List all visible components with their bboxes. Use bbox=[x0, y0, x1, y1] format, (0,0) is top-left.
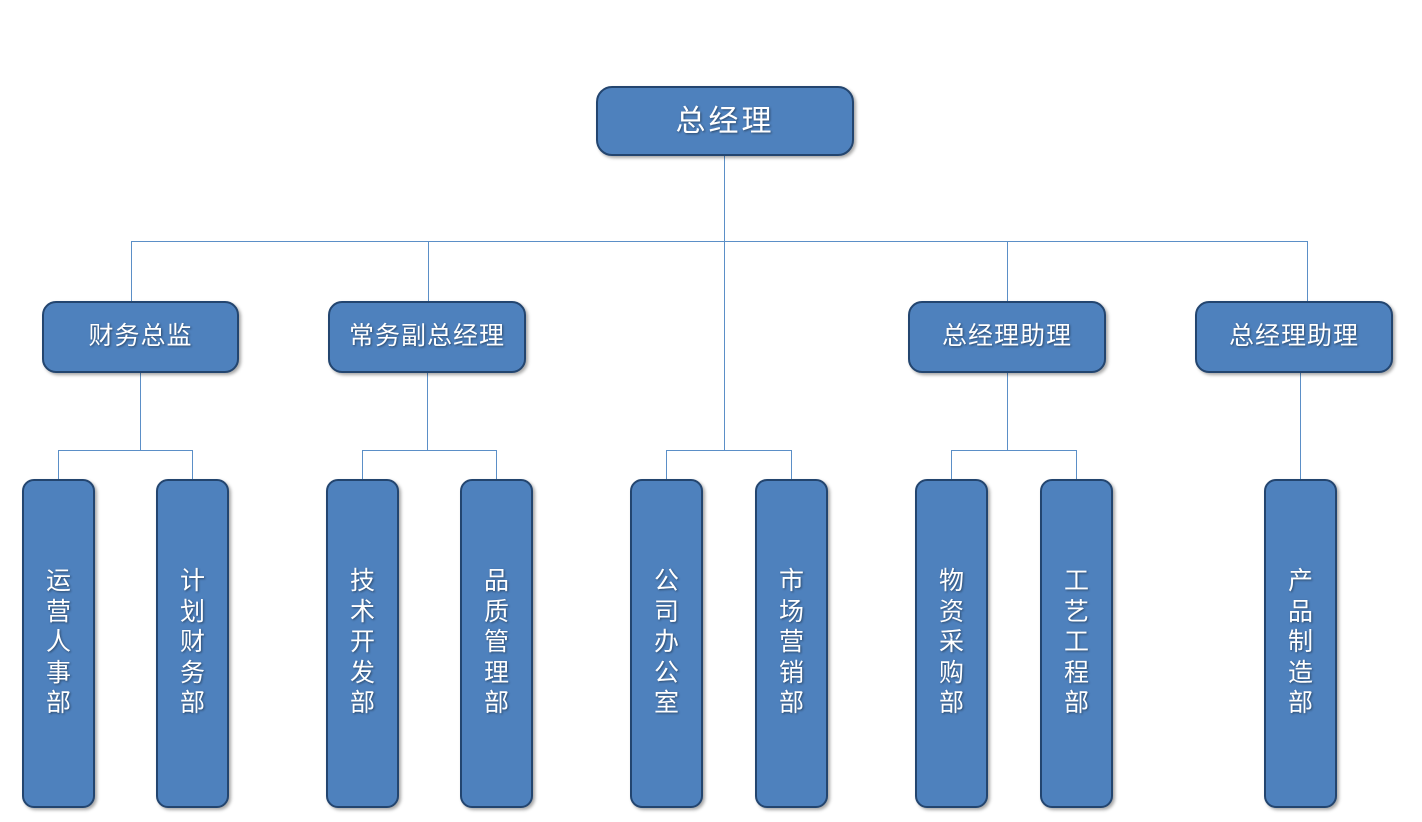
connector-gm-center-trunk bbox=[724, 241, 725, 451]
connector-gm-child2 bbox=[791, 450, 792, 479]
connector-asst1-bus bbox=[951, 450, 1076, 451]
connector-asst1-child1 bbox=[951, 450, 952, 479]
node-general-manager[interactable]: 总经理 bbox=[596, 86, 854, 156]
connector-evp-bus bbox=[362, 450, 496, 451]
node-dept-product-manufacturing[interactable]: 产 品 制 造 部 bbox=[1264, 479, 1337, 808]
connector-root-stem bbox=[724, 156, 725, 242]
node-gm-assistant-1[interactable]: 总经理助理 bbox=[908, 301, 1106, 373]
node-label: 总经理 bbox=[675, 104, 775, 138]
connector-gm-child1 bbox=[666, 450, 667, 479]
node-executive-deputy-gm[interactable]: 常务副总经理 bbox=[328, 301, 526, 373]
node-dept-operations-hr[interactable]: 运 营 人 事 部 bbox=[22, 479, 95, 808]
node-dept-marketing[interactable]: 市 场 营 销 部 bbox=[755, 479, 828, 808]
node-label: 物 资 采 购 部 bbox=[938, 568, 964, 718]
connector-drop-evp bbox=[428, 241, 429, 302]
node-dept-quality-management[interactable]: 品 质 管 理 部 bbox=[460, 479, 533, 808]
node-dept-process-engineering[interactable]: 工 艺 工 程 部 bbox=[1040, 479, 1113, 808]
node-label: 产 品 制 造 部 bbox=[1287, 568, 1313, 718]
connector-evp-stem bbox=[427, 373, 428, 451]
connector-evp-child1 bbox=[362, 450, 363, 479]
node-label: 常务副总经理 bbox=[348, 323, 505, 351]
node-label: 财务总监 bbox=[88, 323, 193, 351]
node-label: 计 划 财 务 部 bbox=[179, 568, 205, 718]
connector-cfo-bus bbox=[58, 450, 193, 451]
connector-cfo-child2 bbox=[192, 450, 193, 479]
node-cfo[interactable]: 财务总监 bbox=[42, 301, 239, 373]
connector-gm-dept-bus bbox=[666, 450, 791, 451]
connector-main-bus bbox=[131, 241, 1308, 242]
node-label: 技 术 开 发 部 bbox=[349, 568, 375, 718]
connector-cfo-child1 bbox=[58, 450, 59, 479]
connector-asst2-stem bbox=[1300, 373, 1301, 479]
node-label: 公 司 办 公 室 bbox=[653, 568, 679, 718]
connector-asst1-child2 bbox=[1076, 450, 1077, 479]
node-dept-procurement[interactable]: 物 资 采 购 部 bbox=[915, 479, 988, 808]
node-label: 品 质 管 理 部 bbox=[483, 568, 509, 718]
connector-drop-asst2 bbox=[1307, 241, 1308, 302]
node-gm-assistant-2[interactable]: 总经理助理 bbox=[1195, 301, 1393, 373]
connector-asst1-stem bbox=[1007, 373, 1008, 451]
connector-drop-cfo bbox=[131, 241, 132, 302]
node-label: 工 艺 工 程 部 bbox=[1063, 568, 1089, 718]
node-label: 运 营 人 事 部 bbox=[45, 568, 71, 718]
connector-cfo-stem bbox=[140, 373, 141, 451]
node-label: 总经理助理 bbox=[1228, 323, 1359, 351]
connector-drop-asst1 bbox=[1007, 241, 1008, 302]
node-label: 市 场 营 销 部 bbox=[778, 568, 804, 718]
connector-evp-child2 bbox=[496, 450, 497, 479]
node-dept-planning-finance[interactable]: 计 划 财 务 部 bbox=[156, 479, 229, 808]
node-dept-technology-development[interactable]: 技 术 开 发 部 bbox=[326, 479, 399, 808]
node-dept-company-office[interactable]: 公 司 办 公 室 bbox=[630, 479, 703, 808]
node-label: 总经理助理 bbox=[941, 323, 1072, 351]
